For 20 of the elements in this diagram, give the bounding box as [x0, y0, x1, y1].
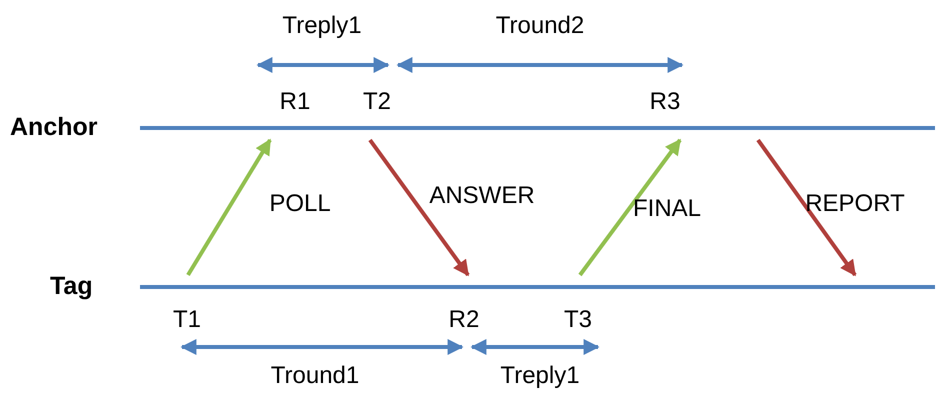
interval-label: Tround2 [496, 12, 584, 40]
interval-label: Tround1 [270, 362, 360, 390]
timestamp-label: T2 [363, 88, 391, 116]
timestamp-label: R3 [650, 88, 680, 116]
edge-label: FINAL [633, 195, 701, 223]
arrow [368, 138, 470, 276]
edge-label: REPORT [805, 190, 905, 218]
timeline-label: Tag [50, 271, 93, 301]
edge-label: POLL [269, 190, 331, 218]
timestamp-label: R1 [280, 88, 310, 116]
timestamp-label: T1 [173, 306, 201, 334]
arrow [756, 138, 857, 276]
arrow [186, 138, 272, 276]
edge-label: ANSWER [429, 182, 535, 210]
interval-label: Treply1 [500, 362, 580, 390]
interval-label: Treply1 [282, 12, 362, 40]
arrow [578, 138, 682, 276]
timestamp-label: R2 [448, 306, 480, 334]
timeline-label: Anchor [10, 112, 98, 142]
timestamp-label: T3 [564, 306, 592, 334]
